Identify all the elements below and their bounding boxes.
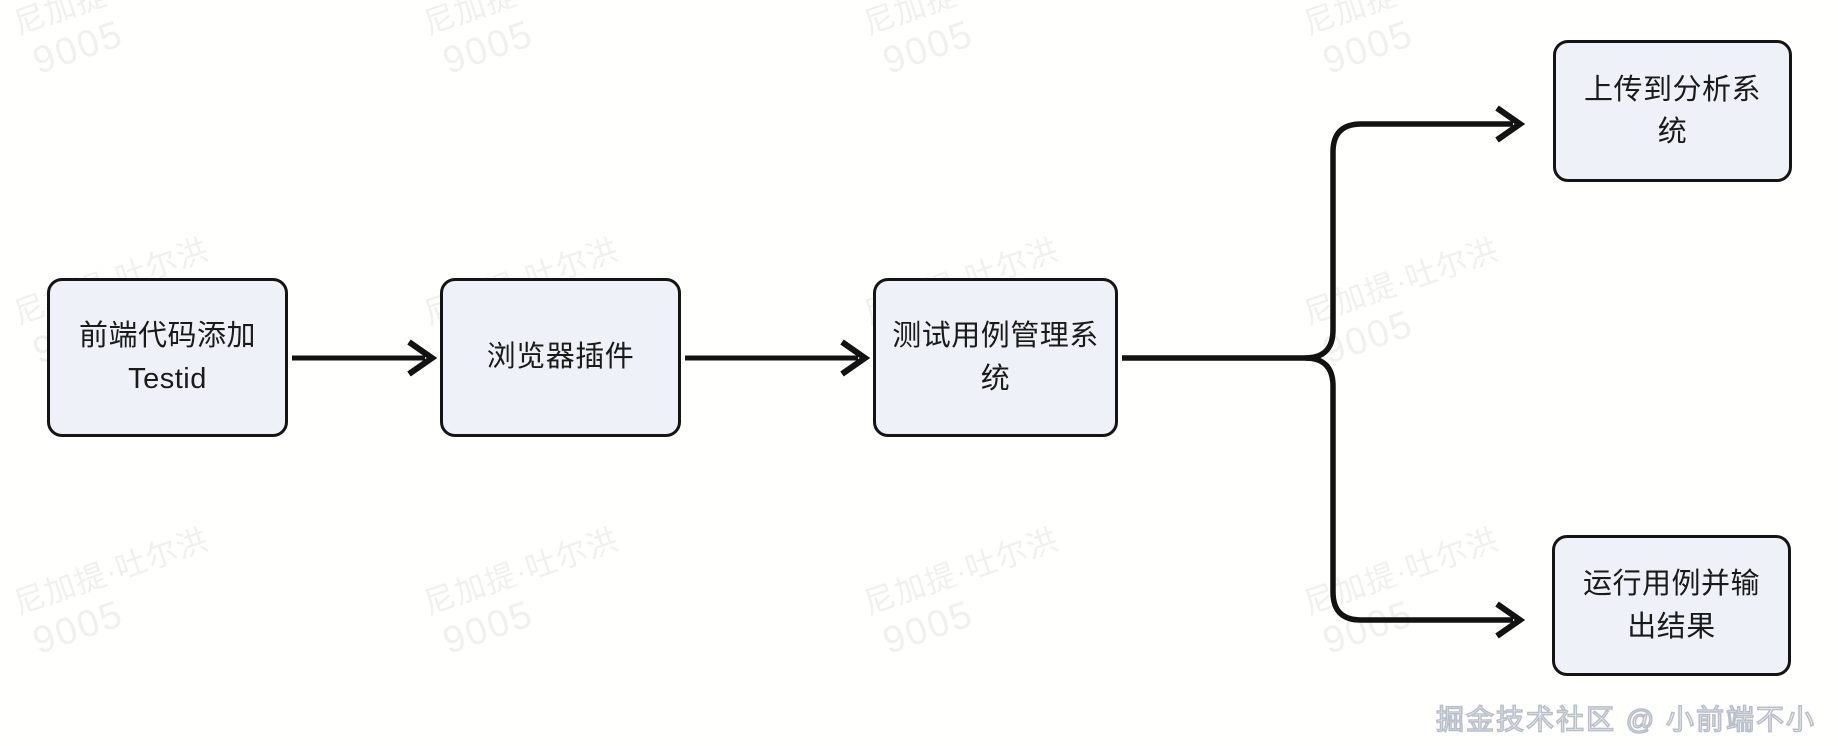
edge-testcase-branch <box>1122 105 1526 639</box>
edge-frontend-to-plugin <box>292 339 438 377</box>
node-label: 前端代码添加 Testid <box>78 320 256 395</box>
node-upload-analysis[interactable]: 上传到分析系统 <box>1553 40 1792 182</box>
node-label: 浏览器插件 <box>486 341 635 374</box>
node-label: 上传到分析系统 <box>1583 73 1761 148</box>
node-testcase-system[interactable]: 测试用例管理系统 <box>873 278 1118 437</box>
edge-plugin-to-testcase <box>685 339 871 377</box>
node-label: 运行用例并输出结果 <box>1582 568 1760 643</box>
node-browser-plugin[interactable]: 浏览器插件 <box>440 278 681 437</box>
node-label: 测试用例管理系统 <box>892 320 1099 395</box>
node-frontend-testid[interactable]: 前端代码添加 Testid <box>47 278 288 437</box>
credit-watermark: 掘金技术社区 @ 小前端不小 <box>1435 703 1816 736</box>
node-run-output[interactable]: 运行用例并输出结果 <box>1552 535 1791 676</box>
